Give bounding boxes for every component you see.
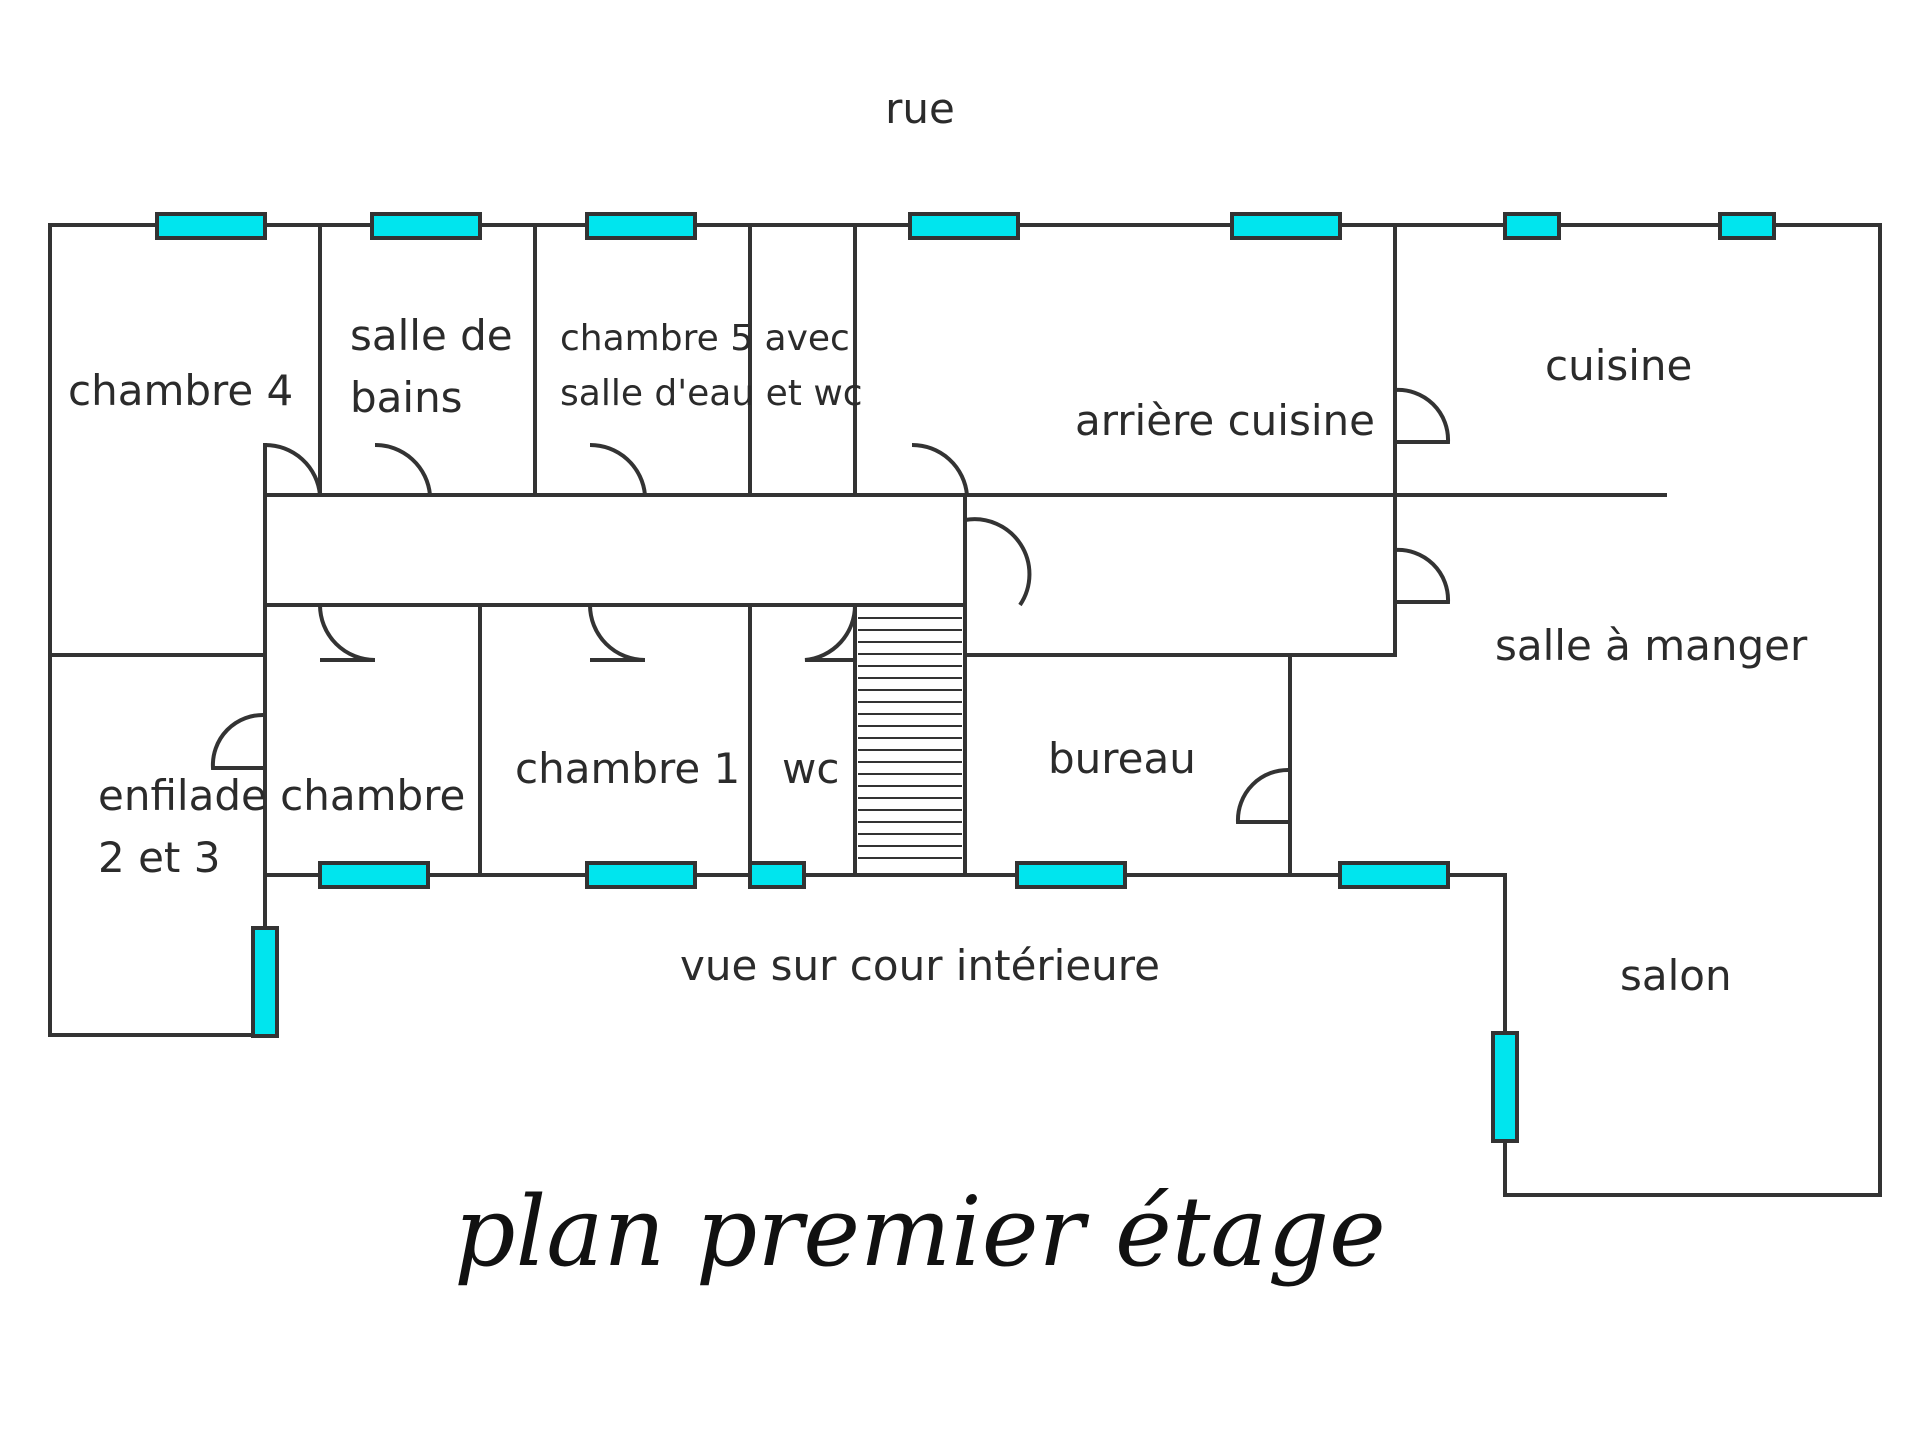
door-bureau xyxy=(1235,767,1291,824)
room-label-chambre-4: chambre 4 xyxy=(68,366,293,415)
window xyxy=(585,861,697,889)
window xyxy=(1230,212,1342,240)
windows xyxy=(155,212,1776,1143)
window xyxy=(370,212,482,240)
window xyxy=(1503,212,1561,240)
room-label-cuisine: cuisine xyxy=(1545,341,1692,390)
room-label-bureau: bureau xyxy=(1048,734,1196,783)
window xyxy=(1015,861,1127,889)
door-corridor-end xyxy=(964,517,1032,607)
door-wc xyxy=(804,604,858,662)
room-label-chambre-1: chambre 1 xyxy=(515,744,740,793)
window xyxy=(748,861,806,889)
door-enfilade xyxy=(318,604,376,662)
room-label-salle-de-bains: salle de xyxy=(350,311,513,360)
window xyxy=(1491,1031,1519,1143)
door-cuisine xyxy=(1394,387,1451,444)
window xyxy=(155,212,267,240)
window xyxy=(585,212,697,240)
door-chambre-4 xyxy=(264,442,322,496)
door-arriere-cuisine xyxy=(911,442,969,496)
room-label-enfilade: enfilade chambre xyxy=(98,771,465,820)
labels: rue vue sur cour intérieure plan premier… xyxy=(68,84,1808,1288)
room-label-enfilade: 2 et 3 xyxy=(98,833,220,882)
street-label: rue xyxy=(885,84,955,133)
room-label-chambre-5: salle d'eau et wc xyxy=(560,373,863,414)
courtyard-label: vue sur cour intérieure xyxy=(680,941,1160,990)
room-label-wc: wc xyxy=(782,744,839,793)
window xyxy=(908,212,1020,240)
window xyxy=(1718,212,1776,240)
room-label-salle-de-bains: bains xyxy=(350,373,463,422)
staircase xyxy=(858,617,962,859)
window xyxy=(1338,861,1450,889)
plan-title: plan premier étage xyxy=(454,1176,1386,1288)
room-label-salon: salon xyxy=(1620,951,1732,1000)
room-label-chambre-5: chambre 5 avec xyxy=(560,318,850,359)
door-chambre-5 xyxy=(589,442,647,496)
room-label-salle-a-manger: salle à manger xyxy=(1495,621,1808,670)
door-salle-de-bains xyxy=(374,442,432,496)
door-salle-a-manger xyxy=(1394,547,1451,604)
window xyxy=(251,926,279,1038)
door-enfilade-side xyxy=(210,712,266,770)
window xyxy=(318,861,430,889)
doors xyxy=(210,387,1451,824)
door-chambre-1 xyxy=(588,604,646,662)
room-label-arriere-cuisine: arrière cuisine xyxy=(1075,396,1375,445)
